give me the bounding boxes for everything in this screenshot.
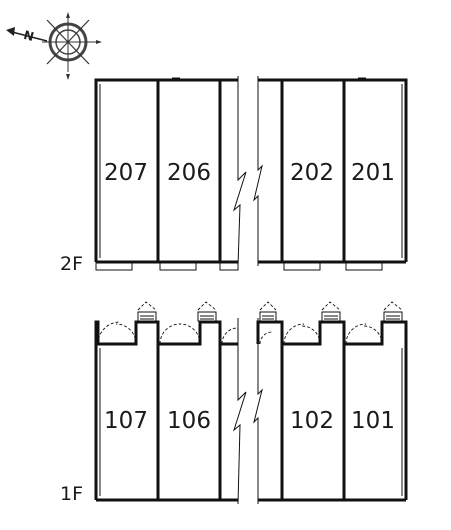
break-mark [233, 318, 263, 505]
room-number: 201 [351, 160, 395, 186]
room-number: 102 [290, 408, 334, 434]
break-mark [233, 76, 263, 267]
floor-1f: 1F 107 106 102 101 [60, 301, 408, 505]
room-number: 207 [104, 160, 148, 186]
room-number: 202 [290, 160, 334, 186]
floor-label: 2F [60, 253, 83, 275]
room-number: 106 [167, 408, 211, 434]
floor-2f: 2F 207 206 202 201 [60, 76, 408, 275]
compass-icon [42, 12, 102, 80]
room-number: 107 [104, 408, 148, 434]
north-arrow-icon [6, 27, 48, 42]
room-number: 101 [351, 408, 395, 434]
meter-boxes [137, 301, 403, 322]
floor-label: 1F [60, 483, 83, 505]
balcony-row [95, 261, 383, 271]
compass-rose: N [6, 12, 102, 80]
room-number: 206 [167, 160, 211, 186]
door-swings [97, 321, 383, 345]
north-letter: N [22, 28, 35, 44]
